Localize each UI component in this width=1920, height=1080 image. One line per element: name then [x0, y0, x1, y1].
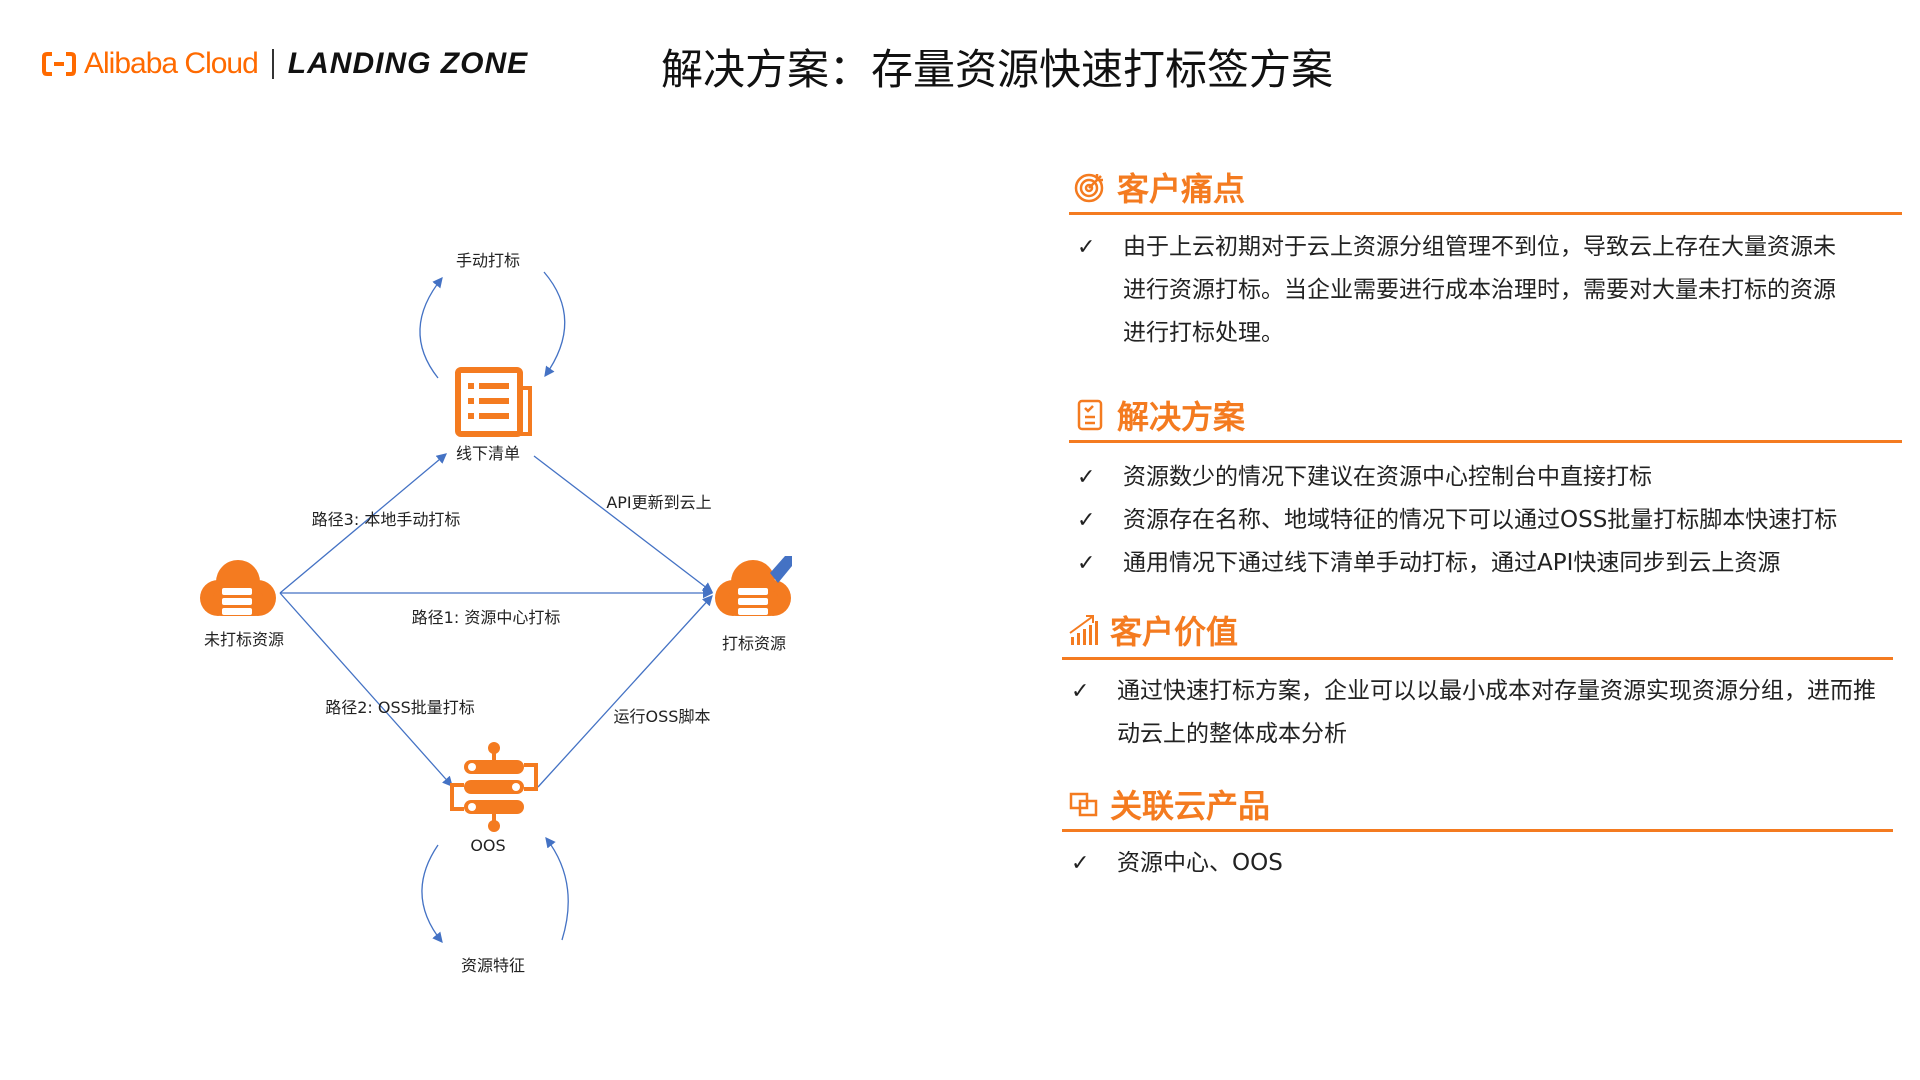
alibaba-cloud-logo-icon: [42, 52, 76, 76]
loop-oos-right: [545, 836, 569, 941]
linked-products-icon: [1069, 792, 1098, 817]
section-title: 客户价值: [1110, 613, 1239, 651]
bullet-text: 通过快速打标方案，企业可以以最小成本对存量资源实现资源分组，进而推动云上的整体成…: [1117, 678, 1876, 747]
label-tagged: 打标资源: [722, 634, 786, 653]
check-icon: ✓: [1077, 551, 1096, 576]
arrow-path2: [279, 592, 453, 787]
label-path3: 路径3: 本地手动打标: [312, 510, 461, 529]
target-icon: [1074, 173, 1104, 203]
tagged-cloud-icon: [715, 556, 792, 616]
section-pain-points-heading: 客户痛点: [1073, 164, 1245, 210]
bullet-text: 资源数少的情况下建议在资源中心控制台中直接打标: [1123, 464, 1652, 490]
check-icon: ✓: [1071, 679, 1090, 704]
list-item: ✓ 通用情况下通过线下清单手动打标，通过API快速同步到云上资源: [1077, 542, 1837, 585]
tag-icon: [770, 556, 792, 583]
list-item: ✓ 由于上云初期对于云上资源分组管理不到位，导致云上存在大量资源未进行资源打标。…: [1077, 226, 1897, 355]
loop-manual-right: [543, 271, 566, 378]
bullet-text: 资源存在名称、地域特征的情况下可以通过OSS批量打标脚本快速打标: [1123, 507, 1838, 533]
section-title: 关联云产品: [1110, 787, 1271, 825]
section-divider: [1069, 440, 1902, 443]
check-icon: ✓: [1071, 851, 1090, 876]
loop-manual-left: [419, 276, 443, 379]
arrow-path3: [279, 453, 447, 594]
untagged-cloud-icon: [200, 560, 276, 616]
bullet-text: 由于上云初期对于云上资源分组管理不到位，导致云上存在大量资源未进行资源打标。当企…: [1123, 234, 1836, 346]
growth-chart-icon: [1069, 615, 1098, 645]
section-solution-heading: 解决方案: [1075, 392, 1245, 438]
section-products-heading: 关联云产品: [1068, 781, 1270, 827]
loop-oos-left: [421, 844, 443, 944]
checklist-icon: [1077, 399, 1103, 431]
label-path2: 路径2: OSS批量打标: [325, 698, 475, 717]
logo: Alibaba Cloud LANDING ZONE: [42, 44, 528, 84]
list-item: ✓ 资源存在名称、地域特征的情况下可以通过OSS批量打标脚本快速打标: [1077, 499, 1837, 542]
list-item: ✓ 资源数少的情况下建议在资源中心控制台中直接打标: [1077, 456, 1837, 499]
label-path1: 路径1: 资源中心打标: [412, 608, 561, 627]
section-divider: [1069, 212, 1902, 215]
list-item: ✓ 通过快速打标方案，企业可以以最小成本对存量资源实现资源分组，进而推动云上的整…: [1071, 670, 1901, 756]
arrow-api-update: [533, 455, 714, 593]
label-run-oss: 运行OSS脚本: [614, 707, 711, 726]
label-oos: OOS: [470, 836, 505, 855]
list-item: ✓ 资源中心、OOS: [1071, 842, 1283, 885]
section-divider: [1062, 829, 1893, 832]
list-icon: [455, 367, 532, 437]
solution-list: ✓ 资源数少的情况下建议在资源中心控制台中直接打标 ✓ 资源存在名称、地域特征的情况…: [1077, 456, 1837, 585]
check-icon: ✓: [1077, 235, 1096, 260]
section-title: 客户痛点: [1117, 170, 1246, 208]
section-title: 解决方案: [1117, 398, 1246, 436]
oos-icon: [450, 742, 538, 832]
brand-name: Alibaba Cloud: [84, 47, 259, 80]
arrow-run-oss: [537, 595, 713, 788]
section-value-heading: 客户价值: [1068, 607, 1238, 653]
bullet-text: 通用情况下通过线下清单手动打标，通过API快速同步到云上资源: [1123, 550, 1781, 576]
label-resource-features: 资源特征: [461, 956, 525, 975]
tagging-flow-diagram: 手动打标 线下清单 未打标资源 打标资源 OOS 资源特征 路径3: 本地手动打…: [200, 251, 792, 975]
label-api-update: API更新到云上: [606, 493, 711, 512]
label-manual-tag: 手动打标: [456, 251, 520, 270]
label-untagged: 未打标资源: [204, 630, 284, 649]
product-name: LANDING ZONE: [287, 47, 529, 80]
label-offline-list: 线下清单: [456, 444, 520, 463]
check-icon: ✓: [1077, 465, 1096, 490]
bullet-text: 资源中心、OOS: [1117, 850, 1283, 876]
section-divider: [1062, 657, 1893, 660]
check-icon: ✓: [1077, 508, 1096, 533]
divider: [271, 49, 274, 79]
page-title: 解决方案：存量资源快速打标签方案: [661, 45, 1334, 94]
